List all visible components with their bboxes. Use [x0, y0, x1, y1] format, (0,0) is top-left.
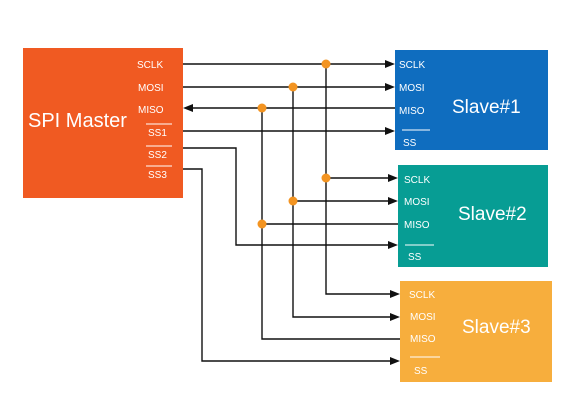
junction-dots [257, 59, 331, 229]
slave-2-pin-sclk: SCLK [404, 175, 430, 186]
slave-3-pin-miso: MISO [410, 334, 436, 345]
junction-mosi-1 [288, 82, 298, 92]
arrow-sclk-slave-1 [385, 60, 395, 68]
arrow-sclk-slave-3 [390, 290, 400, 298]
arrow-ss3-slave-3 [390, 357, 400, 365]
arrow-mosi-slave-3 [390, 313, 400, 321]
wires [183, 63, 400, 362]
arrow-mosi-slave-1 [385, 83, 395, 91]
mosi-wire-slave-3 [292, 201, 391, 318]
spi-master-title: SPI Master [28, 110, 127, 132]
slave-1-title: Slave#1 [452, 97, 521, 118]
master-pin-ss1: SS1 [148, 128, 167, 139]
junction-miso-1 [257, 103, 267, 113]
miso-wire-slave-2 [261, 108, 398, 225]
master-pin-mosi: MOSI [138, 83, 164, 94]
slave-3-pin-sclk: SCLK [409, 290, 435, 301]
junction-sclk-1 [321, 59, 331, 69]
slave-1-pin-ss: SS [403, 138, 417, 149]
slave-1-pin-mosi: MOSI [399, 83, 425, 94]
arrow-sclk-slave-2 [388, 174, 398, 182]
slave-3-title: Slave#3 [462, 317, 531, 338]
slave-1-pin-sclk: SCLK [399, 60, 425, 71]
slave-3-block [400, 281, 552, 382]
junction-mosi-2 [288, 196, 298, 206]
master-pin-ss2: SS2 [148, 150, 167, 161]
master-pin-sclk: SCLK [137, 60, 163, 71]
arrow-mosi-slave-2 [388, 197, 398, 205]
ss2-wire [183, 147, 389, 246]
slave-2-block [398, 165, 548, 267]
sclk-wire-slave-2 [325, 64, 389, 179]
slave-3-pin-mosi: MOSI [410, 312, 436, 323]
arrow-ss2-slave-2 [388, 241, 398, 249]
spi-master-block [23, 48, 183, 198]
master-pin-ss3: SS3 [148, 170, 167, 181]
arrow-ss1-slave-1 [385, 127, 395, 135]
slave-3-pin-ss: SS [414, 366, 428, 377]
arrowheads [183, 60, 400, 365]
slave-2-title: Slave#2 [458, 204, 527, 225]
ss3-wire [183, 168, 391, 362]
master-pin-miso: MISO [138, 105, 164, 116]
mosi-wire-slave-2 [292, 87, 389, 202]
junction-miso-2 [257, 219, 267, 229]
slave-2-pin-mosi: MOSI [404, 197, 430, 208]
slave-2-pin-ss: SS [408, 252, 422, 263]
slave-2-pin-miso: MISO [404, 220, 430, 231]
arrow-miso-master [183, 104, 193, 112]
slave-1-pin-miso: MISO [399, 106, 425, 117]
slave-1-block [395, 50, 548, 150]
sclk-wire-slave-3 [325, 178, 391, 295]
junction-sclk-2 [321, 173, 331, 183]
miso-wire-slave-3 [261, 224, 400, 340]
